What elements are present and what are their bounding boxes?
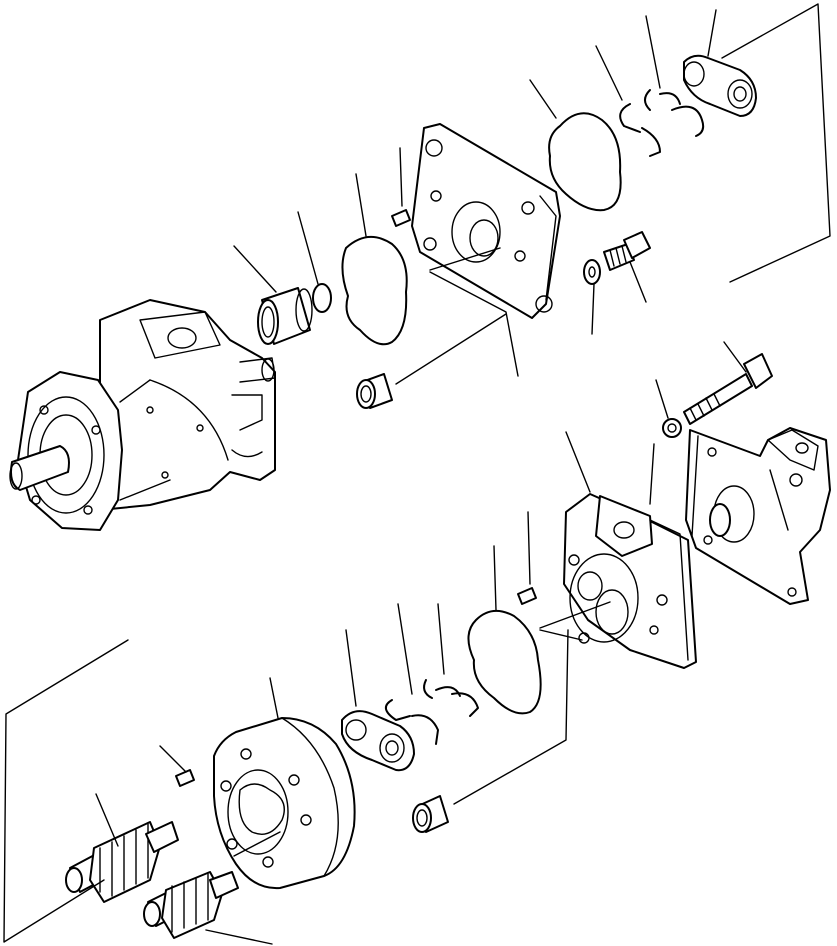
thrust-plate-rear xyxy=(341,629,415,772)
dowel-pin-gear xyxy=(159,745,195,787)
seal-ring-rear xyxy=(385,603,479,745)
pump-body-front xyxy=(9,299,276,531)
driven-gear xyxy=(143,871,273,945)
gasket-rear xyxy=(467,545,542,715)
thrust-plate-front xyxy=(683,9,757,117)
rear-cover xyxy=(685,427,831,605)
center-housing xyxy=(539,431,697,669)
washer-front xyxy=(583,259,601,335)
backup-ring-front xyxy=(595,15,705,157)
gasket-front xyxy=(341,173,408,346)
needle-bearing xyxy=(233,245,313,345)
washer-rear xyxy=(655,379,682,438)
end-plate-front xyxy=(411,123,561,377)
dowel-pin-front xyxy=(391,147,411,227)
gear-case xyxy=(213,629,569,890)
plug-bolt xyxy=(603,231,651,303)
bushing-front xyxy=(356,313,507,409)
snap-ring-front xyxy=(297,211,332,313)
drive-gear xyxy=(3,639,179,943)
bracket-line-top xyxy=(721,3,831,283)
through-bolt xyxy=(683,341,773,425)
dowel-pin-rear xyxy=(517,511,537,605)
bushing-rear xyxy=(412,795,449,833)
seal-ring-front xyxy=(529,79,622,212)
